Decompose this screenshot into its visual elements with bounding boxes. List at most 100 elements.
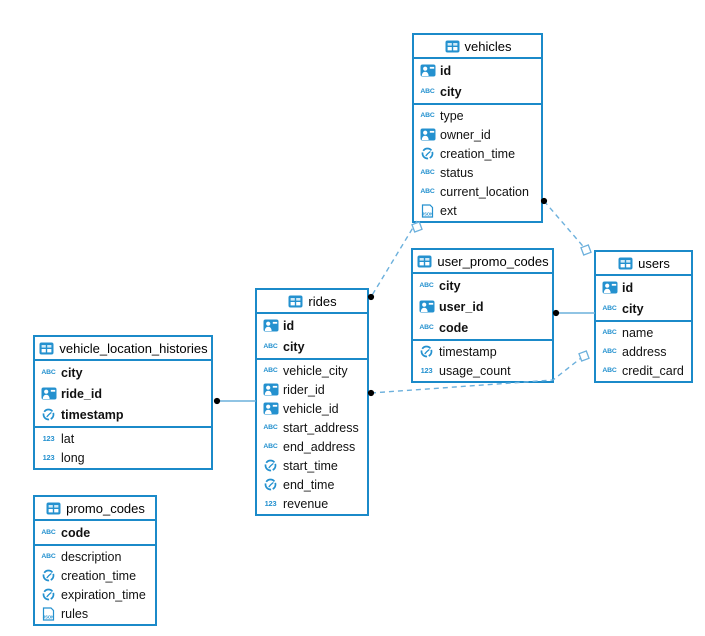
column-name: revenue [283, 496, 329, 511]
column-name: credit_card [622, 363, 684, 378]
table-header[interactable]: rides [257, 290, 367, 314]
abc-type-icon: ABC [419, 324, 434, 331]
json-doc-icon: JSON [419, 203, 436, 218]
table-grid-icon [444, 40, 461, 53]
column-code[interactable]: ABC code [413, 317, 552, 338]
column-vehicle_id[interactable]: vehicle_id [257, 399, 367, 418]
relation-diamond-marker [411, 221, 423, 233]
abc-type-icon: ABC [420, 88, 435, 95]
column-expiration_time[interactable]: expiration_time [35, 585, 155, 604]
abc-type-icon: ABC [263, 343, 278, 350]
column-creation_time[interactable]: creation_time [414, 144, 541, 163]
column-name: creation_time [61, 568, 137, 583]
column-name: id [440, 63, 452, 78]
clock-icon [419, 147, 436, 160]
svg-text:JSON: JSON [43, 614, 54, 619]
column-name: code [439, 320, 469, 335]
column-owner_id[interactable]: owner_id [414, 125, 541, 144]
table-header[interactable]: users [596, 252, 691, 276]
column-city[interactable]: ABC city [414, 81, 541, 102]
id-badge-icon [262, 383, 279, 396]
column-vehicle_city[interactable]: ABC vehicle_city [257, 361, 367, 380]
123-type-icon: 123 [42, 434, 55, 443]
column-rider_id[interactable]: rider_id [257, 380, 367, 399]
table-header[interactable]: vehicle_location_histories [35, 337, 211, 361]
abc-type-icon: ABC [602, 348, 617, 355]
column-creation_time[interactable]: creation_time [35, 566, 155, 585]
column-name: id [283, 318, 295, 333]
abc-type-icon: ABC [263, 367, 278, 374]
clock-icon [418, 345, 435, 358]
abc-type-icon: ABC [263, 424, 278, 431]
column-name: address [622, 344, 667, 359]
123-type-icon: 123 [420, 366, 433, 375]
id-badge-icon [419, 128, 436, 141]
column-lat[interactable]: 123 lat [35, 429, 211, 448]
abc-type-icon: ABC [263, 443, 278, 450]
column-start_time[interactable]: start_time [257, 456, 367, 475]
column-name: timestamp [61, 407, 124, 422]
column-name: long [61, 450, 85, 465]
column-name: end_time [283, 477, 335, 492]
clock-icon [40, 408, 57, 421]
table-grid-icon [617, 257, 634, 270]
table-header[interactable]: vehicles [414, 35, 541, 59]
column-name: lat [61, 431, 75, 446]
table-header[interactable]: user_promo_codes [413, 250, 552, 274]
column-name: type [440, 108, 464, 123]
column-address[interactable]: ABC address [596, 342, 691, 361]
column-name: city [440, 84, 462, 99]
relation-user_promo_codes-to-users [552, 309, 595, 317]
column-timestamp[interactable]: timestamp [413, 342, 552, 361]
clock-icon [262, 459, 279, 472]
table-name: vehicle_location_histories [59, 340, 208, 356]
column-name: city [61, 365, 83, 380]
abc-type-icon: ABC [602, 305, 617, 312]
column-user_id[interactable]: user_id [413, 296, 552, 317]
column-id[interactable]: id [596, 277, 691, 298]
relation-line [543, 200, 589, 253]
table-name: promo_codes [66, 500, 145, 516]
clock-icon [262, 478, 279, 491]
column-id[interactable]: id [257, 315, 367, 336]
column-name: vehicle_city [283, 363, 348, 378]
column-name: rider_id [283, 382, 325, 397]
column-timestamp[interactable]: timestamp [35, 404, 211, 425]
column-name: creation_time [440, 146, 516, 161]
column-id[interactable]: id [414, 60, 541, 81]
column-end_time[interactable]: end_time [257, 475, 367, 494]
table-header[interactable]: promo_codes [35, 497, 155, 521]
table-grid-icon [45, 502, 62, 515]
column-ride_id[interactable]: ride_id [35, 383, 211, 404]
